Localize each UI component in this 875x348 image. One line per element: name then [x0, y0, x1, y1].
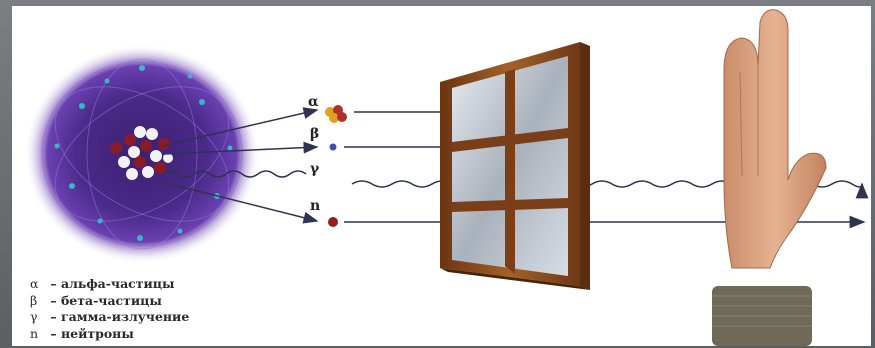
- neutron-particle-icon: [328, 217, 338, 227]
- window-icon: [440, 42, 590, 290]
- beta-particle-icon: [330, 144, 337, 151]
- legend: α – альфа-частицы β – бета-частицы γ – г…: [30, 276, 189, 342]
- alpha-particle-icon: [325, 105, 347, 123]
- legend-item-gamma: γ – гамма-излучение: [30, 309, 189, 326]
- legend-item-neutron: n – нейтроны: [30, 326, 189, 343]
- atom-icon: [24, 44, 260, 264]
- neutron-label: n: [310, 198, 320, 214]
- legend-item-beta: β – бета-частицы: [30, 293, 189, 310]
- beta-label: β: [310, 126, 319, 142]
- alpha-label: α: [308, 94, 319, 110]
- radiation-penetration-diagram: α β γ n α – альфа-частицы β – бета-части…: [12, 6, 871, 346]
- gamma-label: γ: [310, 161, 319, 177]
- hand-icon: [712, 10, 826, 346]
- legend-item-alpha: α – альфа-частицы: [30, 276, 189, 293]
